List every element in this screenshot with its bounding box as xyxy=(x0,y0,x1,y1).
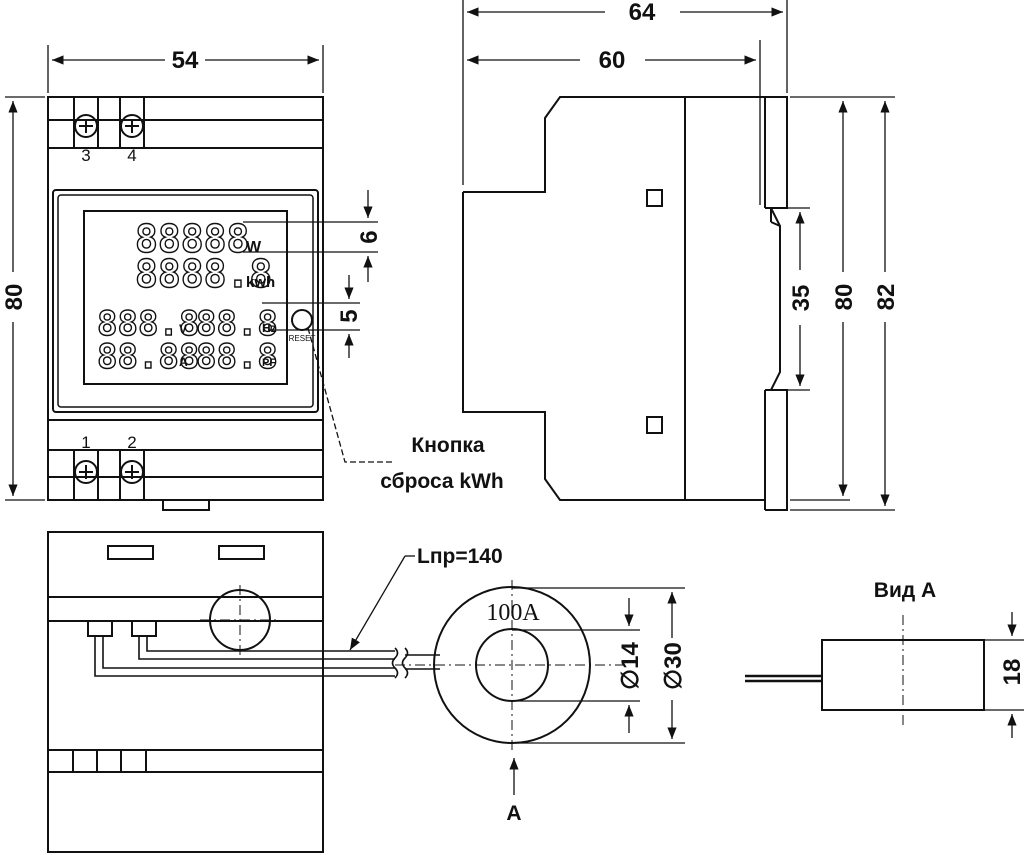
lcd-current-value: 88.88 xyxy=(97,337,199,377)
terminal-label-3: 3 xyxy=(81,146,90,165)
view-marker-a: A xyxy=(506,802,521,825)
view-a-dimensions xyxy=(984,612,1024,738)
dim-front-width: 54 xyxy=(172,47,199,74)
dim-ct-outer-diameter: ∅30 xyxy=(660,642,687,690)
dim-lcd-row-gap: 5 xyxy=(336,309,363,322)
side-view xyxy=(462,96,788,511)
dim-side-total-width: 64 xyxy=(629,0,656,26)
reset-callout-line2: сброса kWh xyxy=(380,470,504,493)
dim-lcd-digit-height: 6 xyxy=(356,230,383,243)
lcd-frequency-value: 88.8 xyxy=(196,304,278,344)
dim-din-slot: 35 xyxy=(788,285,815,312)
lcd-powerfactor-unit: PF xyxy=(262,357,276,369)
lcd-frequency-unit: Hz xyxy=(262,321,277,335)
screw-icon xyxy=(120,460,144,484)
terminal-label-4: 4 xyxy=(127,146,136,165)
reset-button xyxy=(291,309,313,331)
view-a-title: Вид А xyxy=(874,579,936,602)
bottom-view xyxy=(47,531,440,853)
reset-callout-line1: Кнопка xyxy=(411,434,485,457)
lcd-energy-unit: kwh xyxy=(246,274,275,291)
front-view xyxy=(47,96,324,511)
screw-icon xyxy=(74,114,98,138)
dim-ct-inner-diameter: ∅14 xyxy=(617,642,644,690)
terminal-label-2: 2 xyxy=(127,433,136,452)
centerlines xyxy=(200,580,904,750)
terminal-label-1: 1 xyxy=(81,433,90,452)
view-a xyxy=(745,639,985,711)
dim-side-width: 60 xyxy=(599,47,626,74)
front-dimensions xyxy=(5,45,395,501)
dim-side-total-height: 82 xyxy=(873,284,900,311)
lcd-current-unit: A xyxy=(179,355,188,369)
reset-label: RESET xyxy=(289,334,316,343)
cable-length-label: Lпр=140 xyxy=(417,545,503,568)
lcd-energy-value: 8888.8 xyxy=(135,252,272,296)
display-frame xyxy=(52,189,319,413)
side-dimensions xyxy=(462,0,895,511)
din-clip xyxy=(162,499,210,511)
lcd-power-value: 88888 xyxy=(135,217,249,261)
lcd-powerfactor-value: 88.8 xyxy=(196,337,278,377)
screw-icon xyxy=(120,114,144,138)
dim-front-height: 80 xyxy=(1,284,28,311)
cable-leader xyxy=(349,555,406,651)
dim-ct-thickness: 18 xyxy=(999,659,1024,686)
lcd-window xyxy=(83,210,288,385)
ct-dimensions xyxy=(509,587,685,795)
screw-icon xyxy=(74,460,98,484)
ct-rating-label: 100A xyxy=(486,600,540,626)
lcd-voltage-unit: V xyxy=(179,322,187,336)
dim-side-height: 80 xyxy=(831,284,858,311)
lcd-voltage-value: 888.8 xyxy=(97,304,199,344)
